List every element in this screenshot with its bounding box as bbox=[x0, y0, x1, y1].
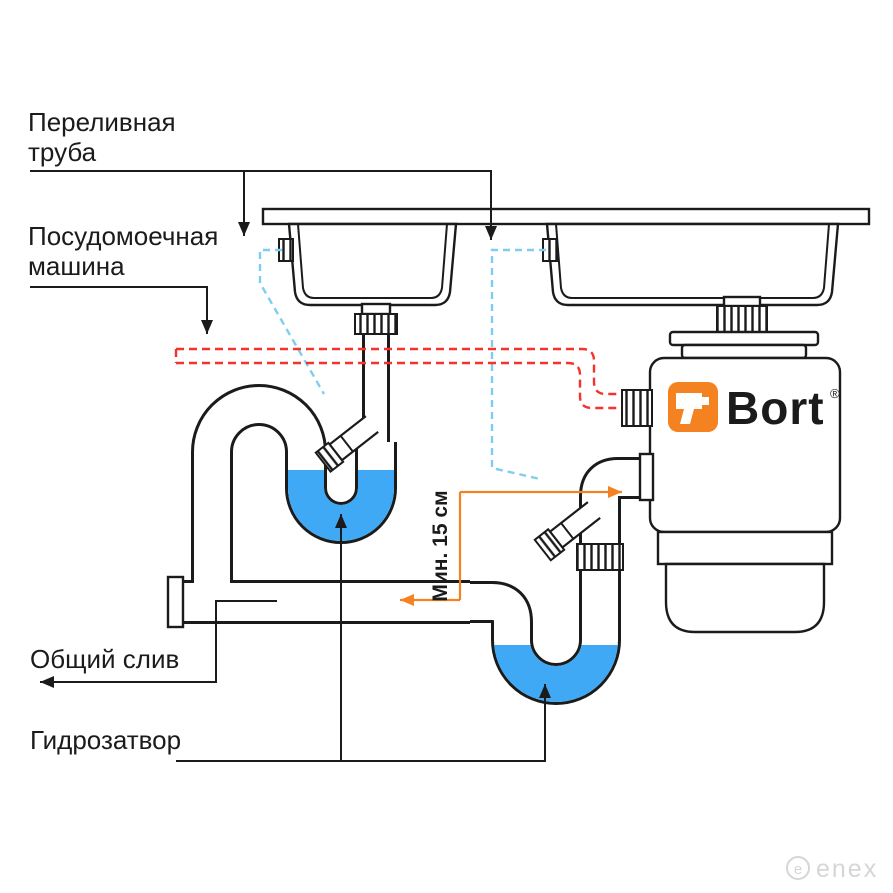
sink-left bbox=[278, 222, 458, 307]
watermark-logo-circle bbox=[786, 856, 810, 880]
sink-right bbox=[542, 222, 840, 308]
overflow-hose-right bbox=[490, 248, 546, 481]
disposer-mount-ring-1 bbox=[668, 330, 820, 347]
drain-coupling-left bbox=[354, 313, 398, 335]
drain-pipe-end-flange bbox=[166, 575, 185, 629]
label-dishwasher-line2: машина bbox=[28, 251, 125, 281]
disposer-mount-ring-2 bbox=[680, 343, 808, 360]
leader-lines bbox=[30, 170, 551, 762]
watermark: e enex bbox=[786, 855, 878, 883]
leader-trap-right bbox=[176, 684, 551, 762]
sink-drain-flange-left bbox=[360, 302, 392, 316]
brand-logo: Bort ® bbox=[668, 382, 840, 434]
countertop bbox=[261, 207, 871, 226]
dishwasher-inlet-nozzle-left bbox=[314, 415, 379, 474]
brand-registered-mark: ® bbox=[830, 386, 840, 401]
trap-coupling-right bbox=[576, 543, 624, 571]
disposer-unit: Bort ® bbox=[648, 305, 842, 634]
disposer-outlet-flange bbox=[638, 452, 655, 502]
dishwasher-inlet-nozzle-right bbox=[533, 501, 601, 562]
sink-drain-flange-right bbox=[722, 295, 762, 308]
label-water-trap: Гидрозатвор bbox=[30, 725, 181, 755]
pipe-fittings bbox=[166, 302, 655, 629]
disposer-dishwasher-inlet bbox=[621, 389, 653, 427]
disposer-sink-coupling bbox=[716, 305, 768, 333]
labels: Переливная труба Посудомоечная машина Об… bbox=[28, 107, 218, 755]
leader-dishwasher bbox=[30, 286, 213, 334]
brand-name: Bort bbox=[726, 382, 825, 434]
label-dishwasher-line1: Посудомоечная bbox=[28, 221, 218, 251]
watermark-text: enex bbox=[816, 855, 878, 883]
water-trap-right bbox=[494, 645, 618, 702]
label-overflow-line1: Переливная bbox=[28, 107, 176, 137]
leader-overflow-right bbox=[244, 170, 497, 240]
overflow-hose-left bbox=[258, 248, 326, 395]
watermark-logo-letter: e bbox=[794, 861, 802, 878]
label-overflow-line2: труба bbox=[28, 137, 97, 167]
leader-common-drain bbox=[40, 600, 277, 688]
dishwasher-hose bbox=[174, 347, 626, 410]
dimension-min-height: Мин. 15 см bbox=[400, 486, 622, 606]
dimension-label: Мин. 15 см bbox=[429, 490, 452, 601]
drill-icon bbox=[676, 393, 709, 424]
disposer-mid-section bbox=[656, 530, 834, 566]
label-common-drain: Общий слив bbox=[30, 644, 179, 674]
overflow-hoses bbox=[258, 248, 546, 481]
disposer-bottom-cap bbox=[664, 562, 826, 634]
